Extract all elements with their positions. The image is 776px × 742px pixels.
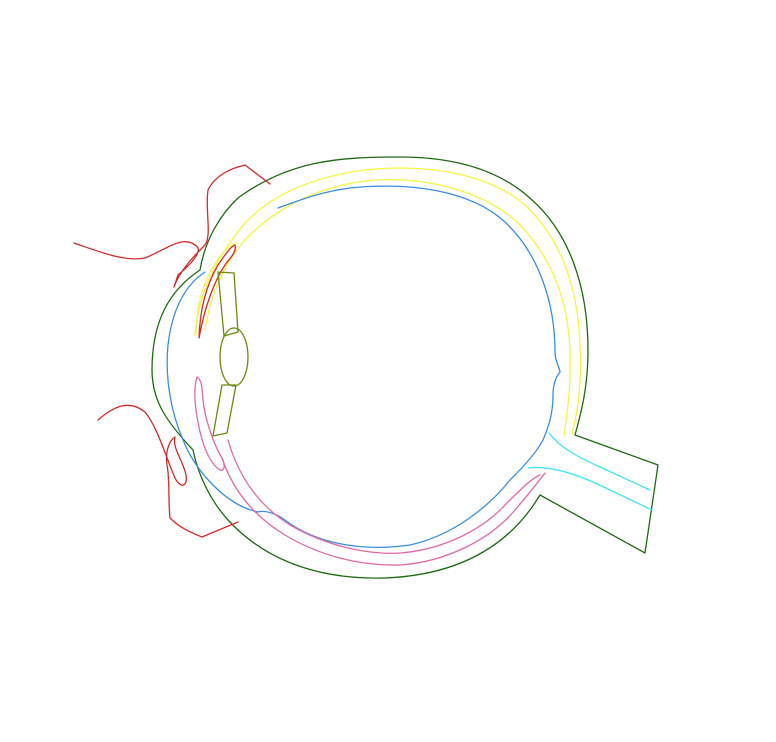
lower-eyelid-outline [97, 404, 239, 538]
ciliary-body-lower [194, 376, 225, 472]
zonule-lower [212, 384, 237, 437]
upper-eyelid-outline [73, 164, 271, 288]
retina-outline [166, 185, 561, 548]
sclera-outline [151, 156, 659, 579]
choroid-inner [204, 179, 571, 437]
iris-upper-halo [195, 242, 238, 336]
optic-nerve-sheath-upper [548, 432, 651, 491]
ciliary-band-inner [227, 439, 541, 554]
lens [219, 327, 249, 387]
iris-upper [198, 244, 236, 339]
optic-nerve-sheath-lower [527, 466, 653, 511]
zonule-upper [217, 271, 239, 337]
choroid-outer [194, 167, 582, 435]
ciliary-band-outer [221, 457, 546, 566]
